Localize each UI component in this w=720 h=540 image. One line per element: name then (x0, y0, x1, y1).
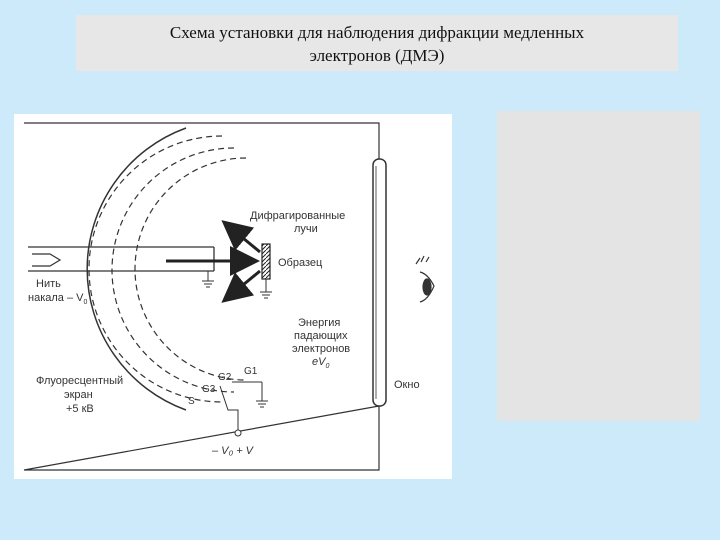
sample-crystal (261, 243, 271, 280)
label-energy-2: падающих (294, 330, 348, 342)
sample-ground-icon (260, 279, 272, 299)
diffracted-beam-lower (221, 269, 261, 303)
bias-lead (219, 385, 239, 430)
grid-arc-g1 (88, 135, 223, 403)
label-energy-4-text: eV (312, 356, 327, 368)
leed-diagram-svg: Дифрагированные лучи Образец Нить накала… (23, 122, 435, 471)
label-filament-sub: 0 (83, 299, 87, 306)
label-filament-2: накала – V0 (28, 292, 87, 306)
label-energy-3: электронов (292, 343, 350, 355)
eye-observer-icon (415, 255, 435, 303)
label-g3: G3 (202, 384, 216, 395)
grid-ground-icon (232, 381, 268, 408)
label-g1: G1 (244, 366, 258, 377)
diffracted-beam-upper (221, 220, 261, 254)
placeholder-panel (497, 111, 700, 421)
label-energy-sub: 0 (325, 363, 329, 370)
gun-ground-icon (202, 271, 214, 288)
window-tube (372, 158, 387, 407)
fluorescent-screen-arc (86, 127, 187, 411)
label-screen-2: экран (64, 389, 93, 401)
slide-title-box: Схема установки для наблюдения дифракции… (76, 15, 678, 71)
label-screen-1: Флуоресцентный (36, 375, 123, 387)
label-diffracted-2: лучи (294, 223, 318, 235)
label-energy-1: Энергия (298, 317, 340, 329)
label-g2: G2 (218, 372, 232, 383)
filament-shape (32, 253, 62, 267)
grid-arc-g3 (134, 157, 247, 381)
grid-arc-g2 (111, 147, 235, 393)
label-bias: – V₀ + V (211, 445, 255, 457)
label-s: S (188, 396, 195, 407)
chamber-frame (23, 122, 380, 471)
leed-diagram: Дифрагированные лучи Образец Нить накала… (14, 114, 452, 479)
label-filament-1: Нить (36, 278, 61, 290)
label-sample: Образец (278, 257, 323, 269)
label-filament-2-text: накала – V (28, 292, 84, 304)
bias-terminal (234, 429, 242, 437)
label-diffracted-1: Дифрагированные (250, 210, 345, 222)
slide-title-line-2: электронов (ДМЭ) (309, 46, 445, 65)
label-energy-4: eV0 (312, 356, 329, 370)
label-screen-3: +5 кВ (66, 403, 94, 415)
label-window: Окно (394, 379, 420, 391)
slide-title-line-1: Схема установки для наблюдения дифракции… (169, 23, 585, 42)
